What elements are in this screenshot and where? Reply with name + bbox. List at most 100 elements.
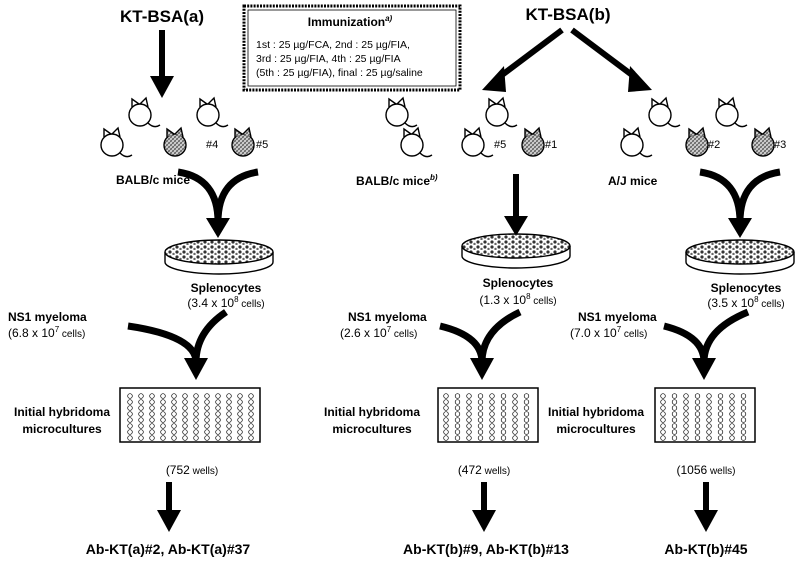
immunization-title: Immunizationa) (308, 14, 393, 29)
well (149, 411, 155, 417)
well (706, 435, 712, 441)
well (683, 435, 689, 441)
well (138, 429, 144, 435)
well (489, 393, 495, 399)
well (512, 417, 518, 423)
well (160, 423, 166, 429)
well (138, 417, 144, 423)
well (489, 417, 495, 423)
immunization-box: Immunizationa) 1st : 25 µg/FCA, 2nd : 25… (242, 4, 462, 92)
right-splenocytes-count: (3.5 x 108 cells) (707, 295, 784, 310)
left-antibody-result: Ab-KT(a)#2, Ab-KT(a)#37 (86, 541, 251, 557)
well (226, 429, 232, 435)
middle-splenocytes-count: (1.3 x 108 cells) (479, 292, 556, 307)
well (489, 423, 495, 429)
well (237, 399, 243, 405)
middle-hybridoma-label-1: Initial hybridoma (324, 405, 420, 419)
well (729, 417, 735, 423)
middle-splenocytes-label: Splenocytes (483, 276, 554, 290)
well (138, 405, 144, 411)
well (694, 429, 701, 435)
well (660, 411, 666, 417)
well (443, 417, 449, 423)
well (160, 417, 166, 423)
well (660, 393, 666, 399)
well (443, 411, 449, 417)
well (226, 423, 232, 429)
well (443, 393, 449, 399)
well (523, 435, 530, 441)
mouse-tag-5: #5 (256, 139, 268, 151)
well (248, 399, 254, 405)
well (193, 393, 199, 399)
well (729, 429, 735, 435)
well (500, 405, 507, 411)
well (237, 435, 243, 441)
well (500, 429, 507, 435)
well (248, 393, 254, 399)
well (171, 405, 177, 411)
well (489, 435, 495, 441)
mouse-tag-3: #3 (774, 139, 786, 151)
well (512, 399, 518, 405)
immunization-line-2: 3rd : 25 µg/FIA, 4th : 25 µg/FIA (256, 53, 401, 65)
well (182, 393, 188, 399)
well (740, 405, 747, 411)
well (671, 423, 678, 429)
well (477, 393, 484, 399)
well (489, 429, 495, 435)
right-hybridoma-label-2: microcultures (556, 422, 636, 436)
well (729, 435, 735, 441)
well (683, 393, 689, 399)
well (454, 429, 461, 435)
header-kt-bsa-a: KT-BSA(a) (120, 7, 204, 26)
well (523, 405, 530, 411)
well (149, 405, 155, 411)
well (489, 399, 495, 405)
well (477, 405, 484, 411)
well (149, 399, 155, 405)
well (443, 399, 449, 405)
well (740, 435, 747, 441)
well (729, 405, 735, 411)
well (660, 417, 666, 423)
right-wells-count: (1056 wells) (676, 463, 735, 477)
well (500, 417, 507, 423)
well (443, 423, 449, 429)
right-antibody-result: Ab-KT(b)#45 (664, 541, 747, 557)
well (160, 429, 166, 435)
petri-dish-left (164, 239, 274, 275)
well (443, 405, 449, 411)
well (204, 399, 210, 405)
well (127, 393, 133, 399)
well (706, 405, 712, 411)
well (500, 423, 507, 429)
left-splenocytes-label: Splenocytes (191, 281, 262, 295)
well (694, 411, 701, 417)
well (683, 417, 689, 423)
well (683, 429, 689, 435)
well (237, 423, 243, 429)
well (717, 405, 724, 411)
well (671, 393, 678, 399)
well (204, 417, 210, 423)
well (226, 399, 232, 405)
well (226, 435, 232, 441)
well (694, 393, 701, 399)
well (477, 435, 484, 441)
right-splenocytes-label: Splenocytes (711, 281, 782, 295)
well (512, 411, 518, 417)
well (500, 399, 507, 405)
left-mice-group: #4 #5 BALB/c mice (100, 97, 268, 187)
well (671, 405, 678, 411)
well (729, 423, 735, 429)
well (683, 423, 689, 429)
left-hybridoma-label-1: Initial hybridoma (14, 405, 110, 419)
well (466, 393, 472, 399)
well (660, 429, 666, 435)
well-plate-right (654, 387, 756, 443)
well (694, 423, 701, 429)
well (454, 411, 461, 417)
well (706, 423, 712, 429)
